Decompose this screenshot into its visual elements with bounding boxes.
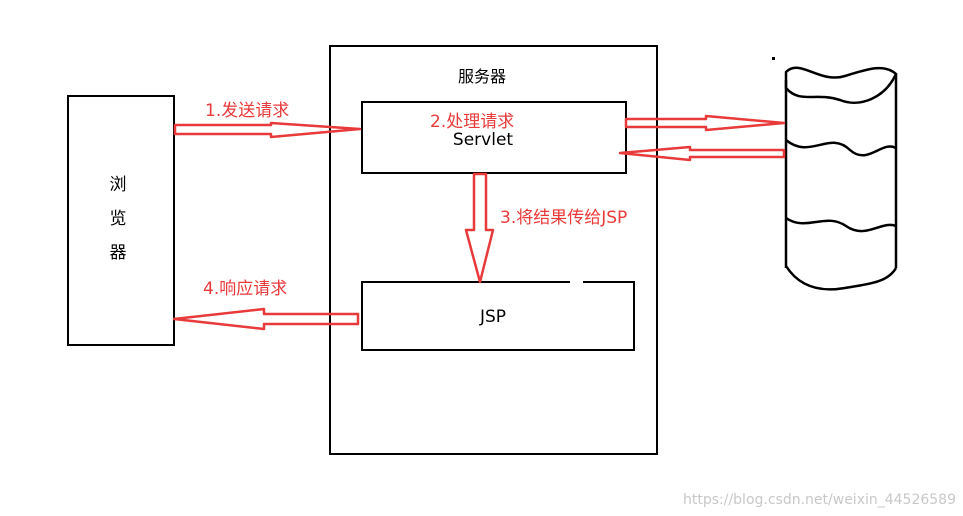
dot-mark bbox=[772, 57, 775, 60]
browser-box bbox=[67, 95, 175, 346]
browser-label-1: 浏 bbox=[110, 175, 127, 195]
step-2-label: 2.处理请求 bbox=[430, 112, 514, 132]
step-1-label: 1.发送请求 bbox=[205, 101, 289, 121]
browser-label-3: 器 bbox=[110, 243, 127, 263]
servlet-box bbox=[361, 101, 627, 174]
database-icon bbox=[784, 66, 898, 291]
step-3-label: 3.将结果传给JSP bbox=[500, 208, 627, 228]
browser-label-2: 览 bbox=[110, 209, 127, 229]
server-title: 服务器 bbox=[458, 67, 506, 86]
jsp-label: JSP bbox=[479, 307, 506, 327]
jsp-box bbox=[361, 281, 635, 351]
servlet-label: Servlet bbox=[453, 130, 513, 150]
watermark: https://blog.csdn.net/weixin_44526589 bbox=[683, 492, 956, 508]
arrow-respond-request bbox=[172, 307, 360, 331]
arrow-to-database bbox=[624, 114, 786, 132]
step-4-label: 4.响应请求 bbox=[203, 279, 287, 299]
arrow-pass-to-jsp bbox=[464, 172, 495, 284]
arrow-send-request bbox=[173, 121, 362, 139]
arrow-from-database bbox=[618, 145, 786, 162]
